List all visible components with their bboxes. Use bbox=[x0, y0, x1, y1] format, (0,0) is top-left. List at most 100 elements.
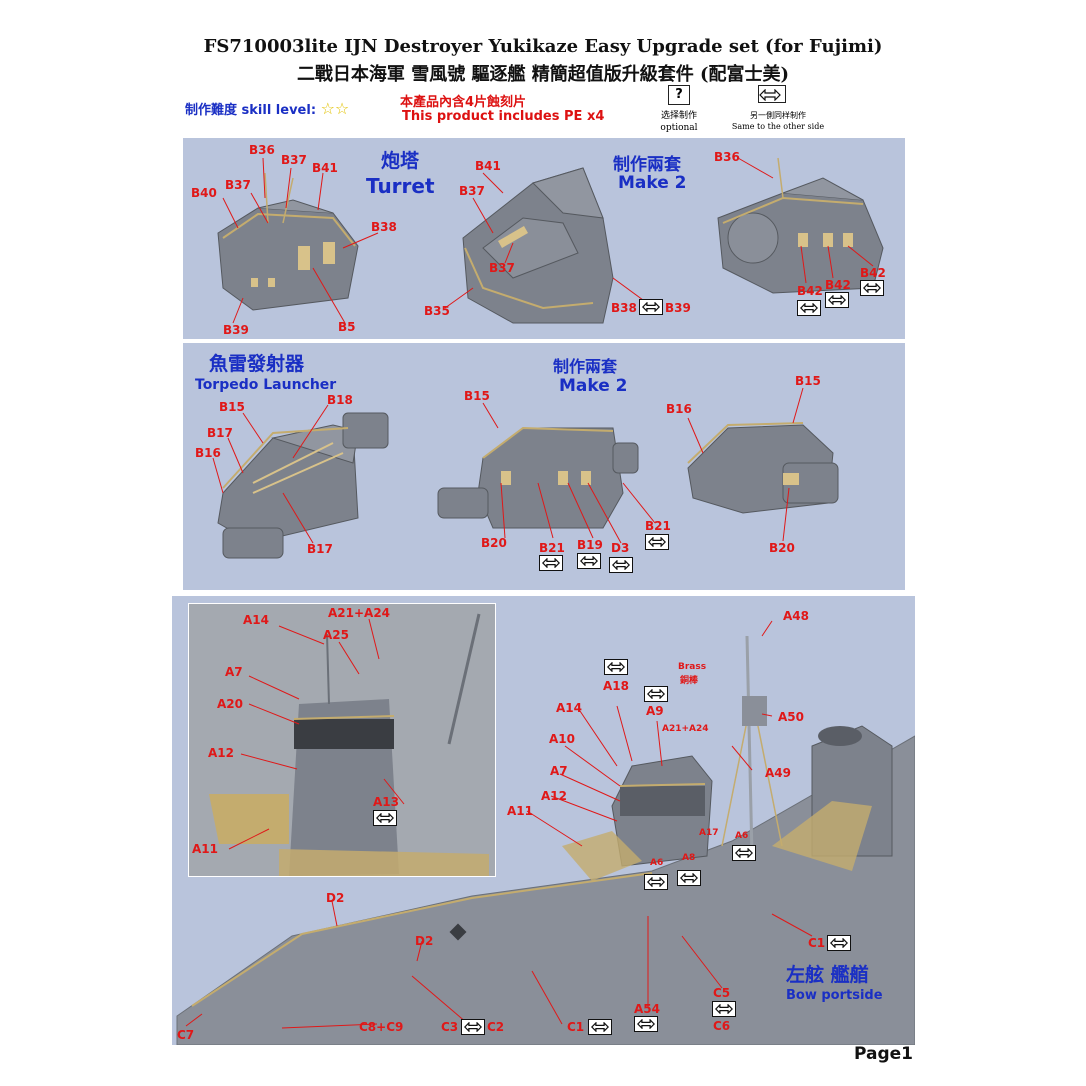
same-side-en: Same to the other side bbox=[731, 122, 825, 131]
part-label: C1 bbox=[808, 936, 826, 950]
ship-illustration bbox=[176, 620, 915, 1045]
part-label: B15 bbox=[795, 374, 821, 388]
part-label: B41 bbox=[312, 161, 338, 175]
double-arrow-icon bbox=[577, 553, 601, 569]
brass-label-en: Brass bbox=[678, 662, 707, 672]
part-label: B20 bbox=[481, 536, 507, 550]
turret-panel: 炮塔 Turret 制作兩套 Make 2 B36 B37 B41 B40 B3… bbox=[183, 138, 905, 339]
part-label: B37 bbox=[281, 153, 307, 167]
turret-make2-en: Make 2 bbox=[618, 173, 687, 193]
double-arrow-icon bbox=[645, 534, 669, 550]
part-label: B16 bbox=[666, 402, 692, 416]
part-label: B37 bbox=[489, 261, 515, 275]
part-label: A49 bbox=[765, 766, 791, 780]
bridge-detail-inset: A14 A21+A24 A25 A7 A20 A12 A13 A11 bbox=[188, 603, 496, 877]
double-arrow-icon bbox=[461, 1019, 485, 1035]
part-label: B41 bbox=[475, 159, 501, 173]
part-label: B38 bbox=[371, 220, 397, 234]
part-label: B20 bbox=[769, 541, 795, 555]
part-label: C8+C9 bbox=[359, 1020, 404, 1034]
part-label: B42 bbox=[797, 284, 823, 298]
same-side-legend: 另一側同样制作 Same to the other side bbox=[718, 110, 838, 132]
part-label: C7 bbox=[177, 1028, 195, 1042]
title-chinese: 二戰日本海軍 雪風號 驅逐艦 精簡超值版升級套件 (配富士美) bbox=[296, 64, 790, 85]
double-arrow-icon bbox=[825, 292, 849, 308]
brass-label-cn: 銅棒 bbox=[680, 676, 699, 686]
double-arrow-icon bbox=[588, 1019, 612, 1035]
double-arrow-icon bbox=[639, 299, 663, 315]
part-label: B36 bbox=[714, 150, 740, 164]
part-label: B19 bbox=[577, 538, 603, 552]
skill-label: 制作難度 skill level: bbox=[185, 103, 321, 118]
part-label: B16 bbox=[195, 446, 221, 460]
skill-level: 制作難度 skill level: ☆☆ bbox=[185, 99, 349, 118]
double-arrow-icon bbox=[827, 935, 851, 951]
part-label: B39 bbox=[223, 323, 249, 337]
double-arrow-icon bbox=[677, 870, 701, 886]
same-side-cn: 另一側同样制作 bbox=[750, 111, 806, 120]
part-label: A14 bbox=[243, 613, 269, 627]
turret-title-cn: 炮塔 bbox=[381, 150, 420, 172]
skill-stars: ☆☆ bbox=[320, 99, 350, 118]
part-label: B40 bbox=[191, 186, 217, 200]
part-label: A21+A24 bbox=[662, 724, 709, 734]
part-label: B21 bbox=[539, 541, 565, 555]
part-label: C2 bbox=[487, 1020, 505, 1034]
pe-count-en: This product includes PE x4 bbox=[402, 109, 605, 124]
part-label: A7 bbox=[550, 764, 568, 778]
double-arrow-icon bbox=[609, 557, 633, 573]
double-arrow-icon bbox=[860, 280, 884, 296]
part-label: B39 bbox=[665, 301, 691, 315]
part-label: C5 bbox=[713, 986, 731, 1000]
double-arrow-icon bbox=[644, 686, 668, 702]
part-label: B21 bbox=[645, 519, 671, 533]
part-label: B37 bbox=[225, 178, 251, 192]
pe-count-cn: 本產品內含4片蝕刻片 bbox=[400, 95, 527, 110]
part-label: C1 bbox=[567, 1020, 585, 1034]
bridge-detail-photo bbox=[189, 604, 495, 876]
part-label: A48 bbox=[783, 609, 809, 623]
bow-title-en: Bow portside bbox=[786, 988, 883, 1003]
part-label: B17 bbox=[307, 542, 333, 556]
part-label: A50 bbox=[778, 710, 804, 724]
part-label: A13 bbox=[373, 795, 399, 809]
part-label: A18 bbox=[603, 679, 629, 693]
torpedo-title-cn: 魚雷發射器 bbox=[209, 353, 305, 375]
optional-legend: 选择制作 optional bbox=[652, 110, 706, 134]
part-label: B42 bbox=[860, 266, 886, 280]
part-label: A12 bbox=[541, 789, 567, 803]
part-label: A25 bbox=[323, 628, 349, 642]
part-label: B35 bbox=[424, 304, 450, 318]
part-label: A8 bbox=[682, 853, 696, 863]
torpedo-make2-cn: 制作兩套 bbox=[553, 357, 618, 376]
part-label: D2 bbox=[415, 934, 434, 948]
turret-make2-cn: 制作兩套 bbox=[613, 155, 681, 175]
part-label: A21+A24 bbox=[328, 606, 391, 620]
double-arrow-icon bbox=[758, 85, 786, 103]
double-arrow-icon bbox=[732, 845, 756, 861]
title-english: FS710003lite IJN Destroyer Yukikaze Easy… bbox=[203, 36, 883, 57]
double-arrow-icon bbox=[644, 874, 668, 890]
part-label: C3 bbox=[441, 1020, 459, 1034]
part-label: A7 bbox=[225, 665, 243, 679]
page-number: Page1 bbox=[854, 1044, 914, 1064]
double-arrow-icon bbox=[539, 555, 563, 571]
part-label: B36 bbox=[249, 143, 275, 157]
optional-icon: ? bbox=[668, 85, 690, 105]
torpedo-panel: 魚雷發射器 Torpedo Launcher 制作兩套 Make 2 B15 B… bbox=[183, 343, 905, 590]
part-label: B18 bbox=[327, 393, 353, 407]
part-label: D3 bbox=[611, 541, 630, 555]
part-label: D2 bbox=[326, 891, 345, 905]
part-label: A10 bbox=[549, 732, 575, 746]
optional-cn: 选择制作 bbox=[660, 111, 697, 121]
optional-en: optional bbox=[660, 123, 698, 133]
torpedo-illustrations bbox=[212, 387, 839, 559]
part-label: B15 bbox=[464, 389, 490, 403]
turret-title-en: Turret bbox=[366, 174, 435, 198]
part-label: A54 bbox=[634, 1002, 660, 1016]
turret-illustrations bbox=[217, 157, 884, 324]
part-label: B38 bbox=[611, 301, 637, 315]
torpedo-title-en: Torpedo Launcher bbox=[195, 377, 337, 393]
part-label: A11 bbox=[192, 842, 218, 856]
part-label: A11 bbox=[507, 804, 533, 818]
